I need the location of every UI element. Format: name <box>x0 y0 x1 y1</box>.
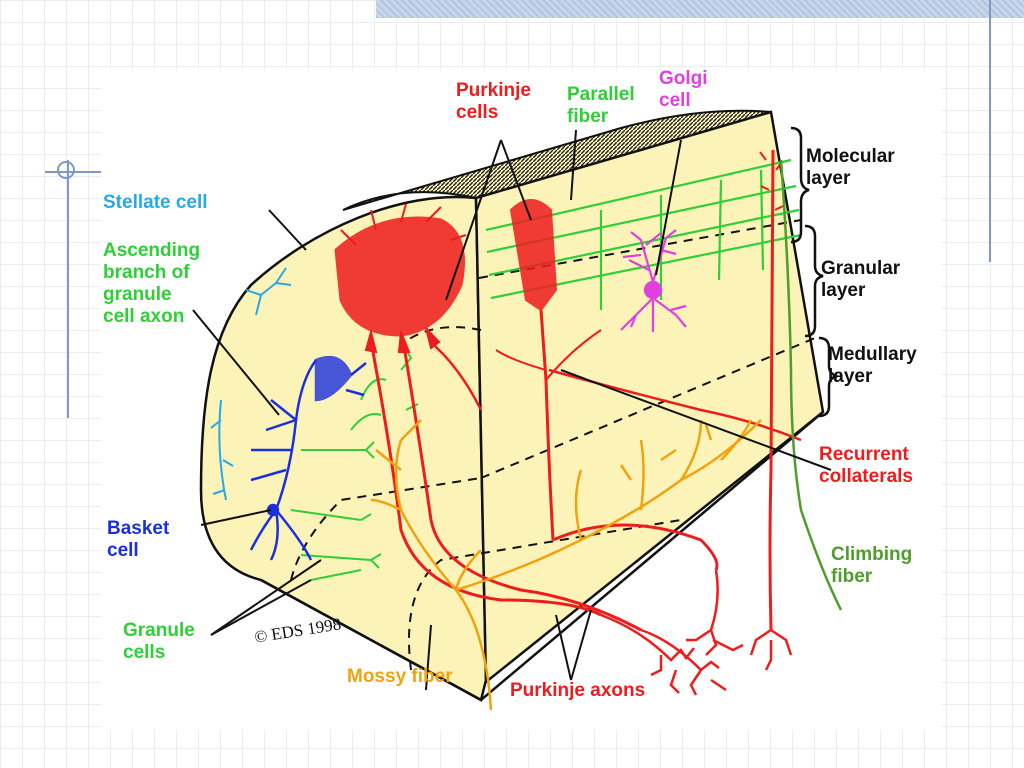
layer-boundary-3 <box>480 337 816 479</box>
stellate-cell <box>210 267 292 501</box>
basket-cell <box>249 355 367 561</box>
golgi-cell <box>620 229 687 332</box>
label-granule-cells: Granule cells <box>123 620 195 663</box>
mossy-fiber <box>370 419 762 711</box>
purkinje-axon-terminals <box>600 569 793 696</box>
label-purkinje-cells: Purkinje cells <box>456 80 531 123</box>
purkinje-tree-front <box>334 216 465 337</box>
slide-decoration-line <box>989 0 991 262</box>
purkinje-tree-side <box>509 199 558 312</box>
label-medullary-layer: Medullary layer <box>828 344 917 387</box>
label-recurrent-collaterals: Recurrent collaterals <box>819 444 913 487</box>
climbing-fiber <box>779 159 843 611</box>
leader-lines <box>192 129 832 691</box>
slide-decoration-bar <box>376 0 1024 18</box>
layer-boundary-4 <box>290 477 482 581</box>
label-stellate-cell: Stellate cell <box>103 192 208 213</box>
purkinje-cells <box>334 149 802 696</box>
slide-decoration-circle <box>57 161 75 179</box>
label-climbing-fiber: Climbing fiber <box>831 544 913 587</box>
label-molecular-layer: Molecular layer <box>806 146 895 189</box>
block-top-surface <box>342 109 772 211</box>
label-granular-layer: Granular layer <box>821 258 901 301</box>
label-basket-cell: Basket cell <box>107 518 170 561</box>
label-ascending-branch: Ascending branch of granule cell axon <box>103 240 201 327</box>
label-mossy-fiber: Mossy fiber <box>347 666 453 687</box>
layer-braces <box>790 126 838 418</box>
cerebellum-figure: Purkinje cells Parallel fiber Golgi cell… <box>101 68 941 730</box>
cerebellum-cortex-diagram <box>192 109 843 711</box>
label-golgi-cell: Golgi cell <box>659 68 708 111</box>
slide-decoration-line <box>67 160 69 418</box>
label-purkinje-axons: Purkinje axons <box>510 680 646 701</box>
block-bottom-edge <box>260 411 824 702</box>
label-parallel-fiber: Parallel fiber <box>567 84 635 127</box>
medulla-boundary <box>408 519 682 671</box>
